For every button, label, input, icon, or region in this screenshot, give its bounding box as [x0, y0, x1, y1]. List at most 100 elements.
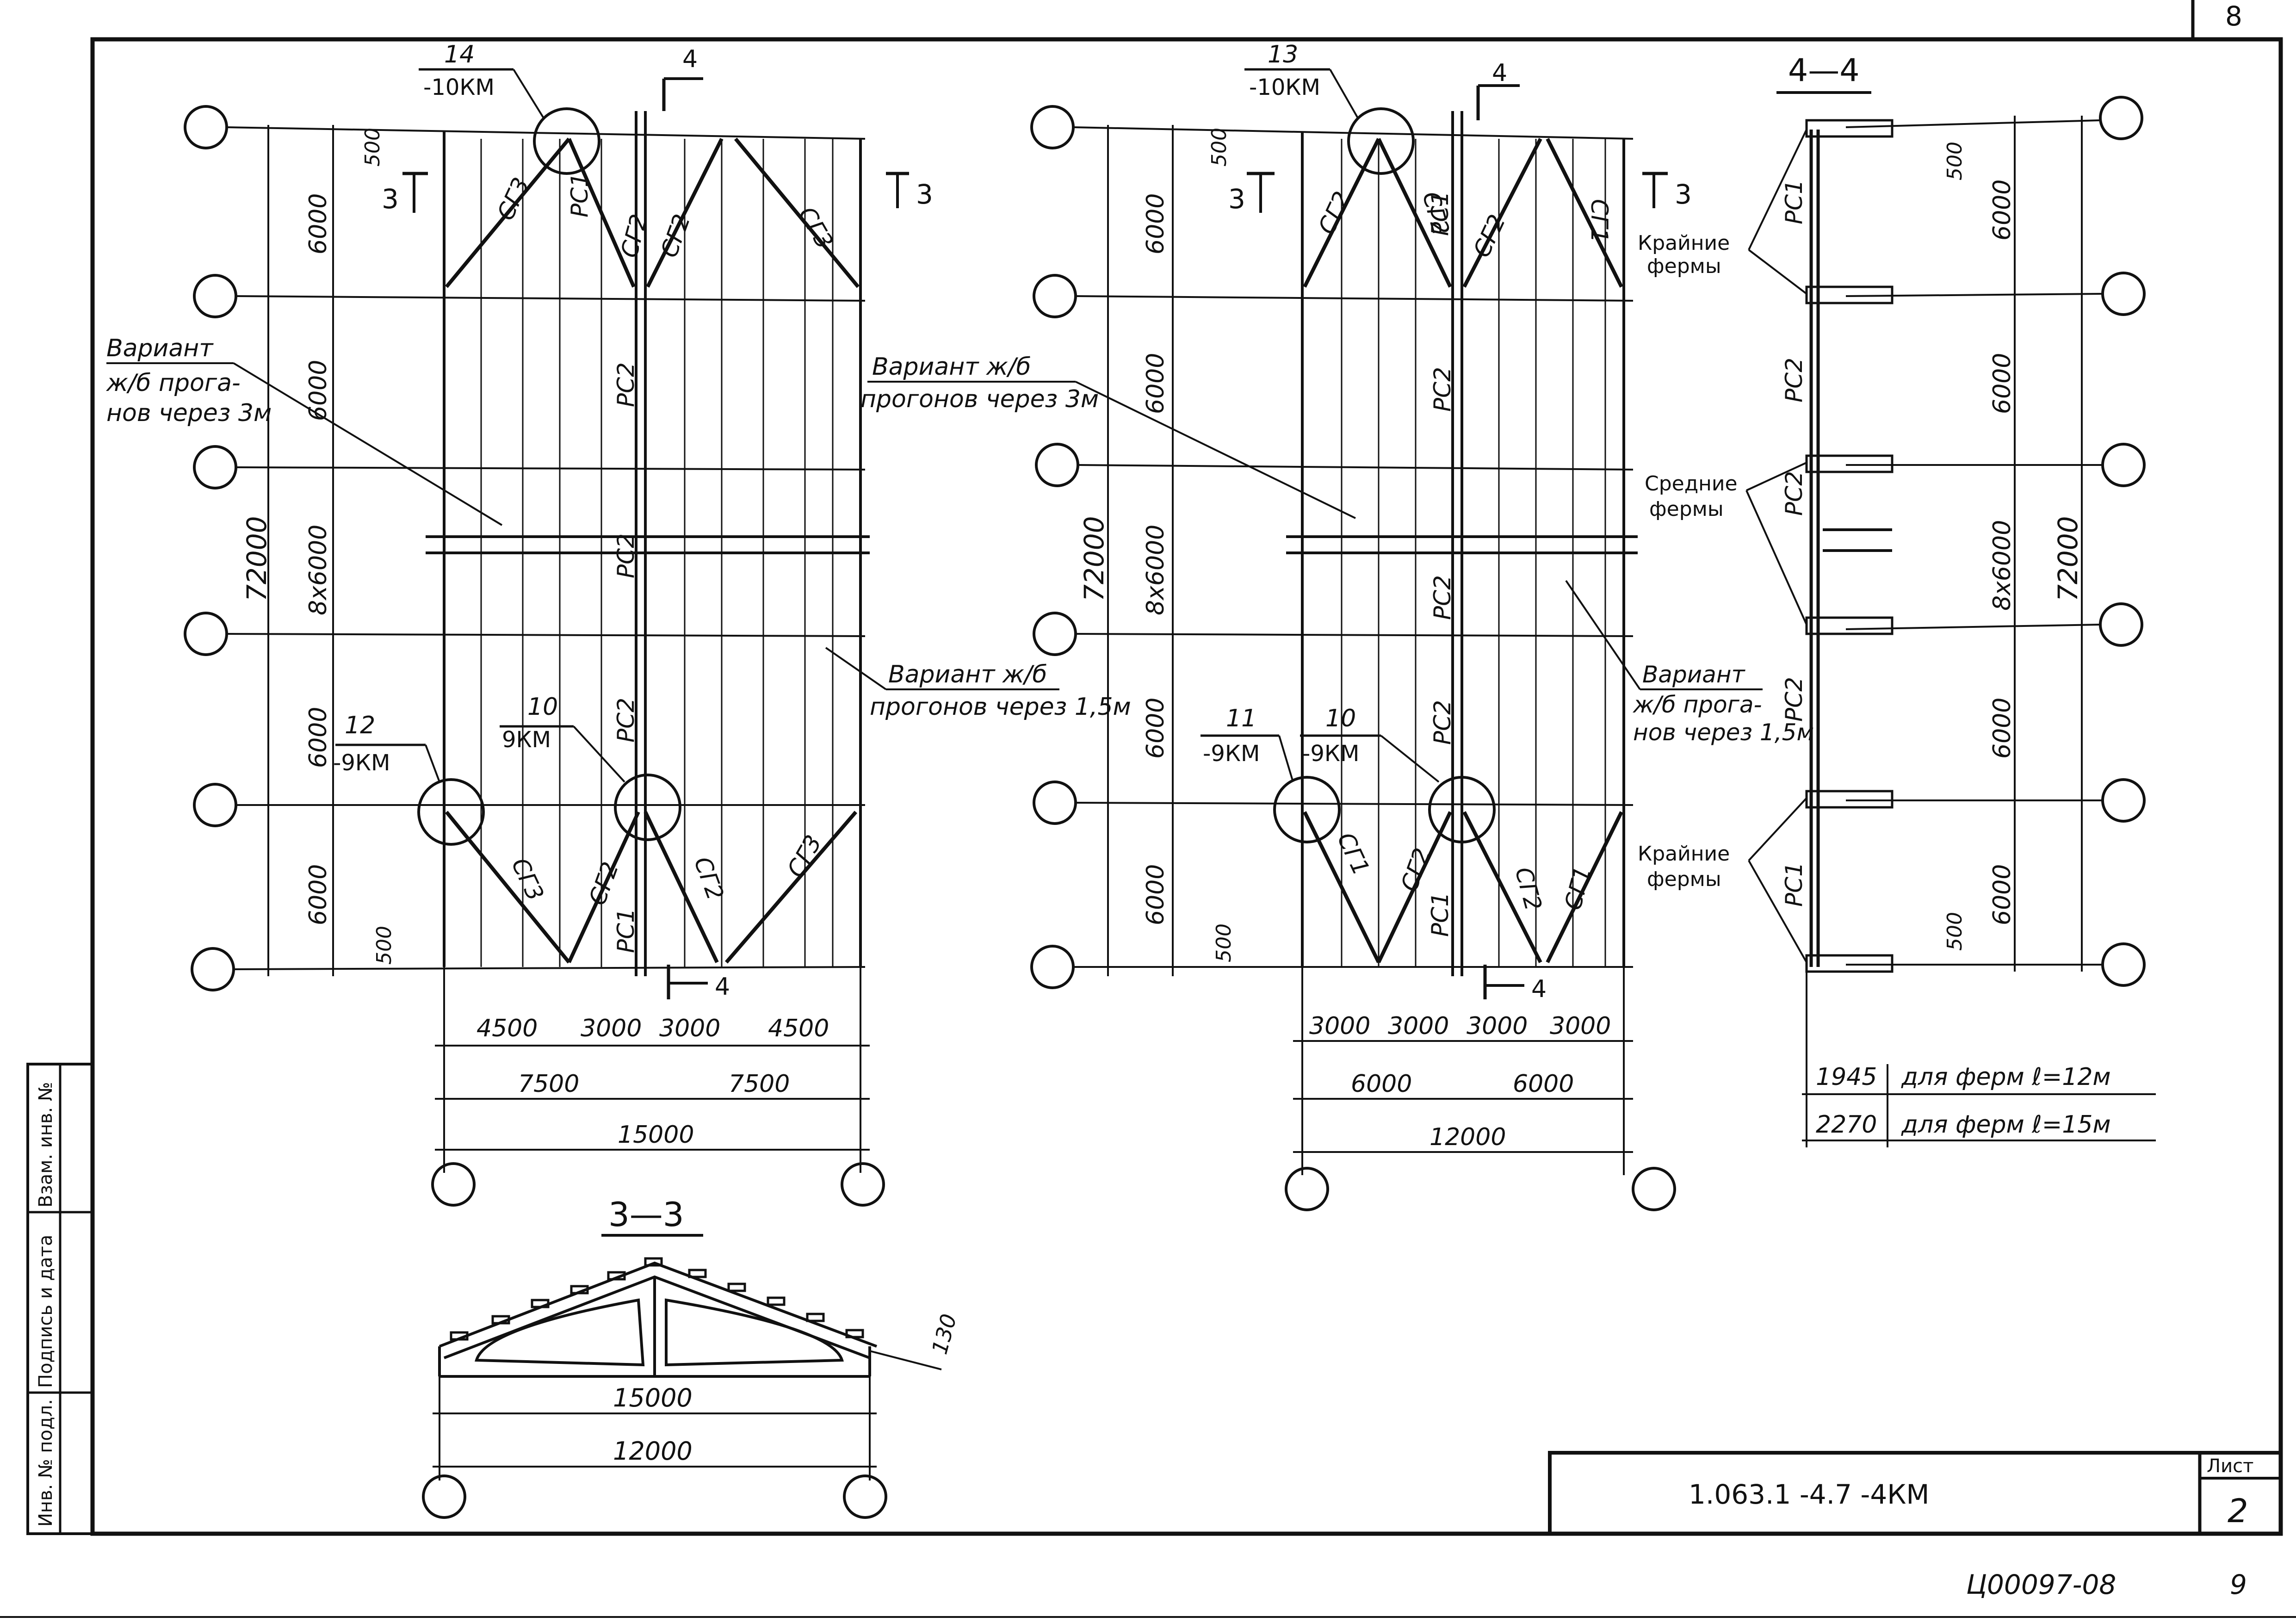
- section-33-dims: [433, 1350, 942, 1481]
- callout-circles-left: [417, 107, 681, 846]
- svg-text:РС2: РС2: [613, 533, 639, 578]
- table-row-text: для ферм ℓ=12м: [1901, 1063, 2111, 1091]
- stamp-inv-orig: Инв. № подл.: [35, 1399, 56, 1527]
- roof-purlins: [450, 1257, 864, 1341]
- svg-text:СГ2: СГ2: [616, 211, 653, 260]
- table-row-value: 2270: [1816, 1111, 1877, 1139]
- truss-lines-right: [1301, 111, 1625, 976]
- callout-mid-ref: -9КМ: [1302, 741, 1359, 767]
- title-sheet-label: Лист: [2207, 1456, 2253, 1477]
- svg-text:4500: 4500: [768, 1015, 829, 1042]
- archive-code: Ц00097-08: [1966, 1569, 2116, 1600]
- bracing-right: [1303, 138, 1623, 963]
- plan-right: 13 -10КМ 11 -9КМ 10 -9КМ 3 3 4 4 6000 60…: [860, 41, 1814, 1211]
- svg-text:СГ1: СГ1: [1586, 199, 1613, 243]
- svg-text:нов через 3м: нов через 3м: [106, 399, 272, 427]
- svg-text:СГ2: СГ2: [656, 211, 696, 261]
- truss-labels-44: Крайние фермы Средние фермы Крайние ферм…: [1638, 129, 1807, 963]
- callout-top-ref: -10КМ: [1249, 74, 1320, 100]
- sheet-corner-number: 8: [2225, 0, 2242, 32]
- bay-label: 8x6000: [304, 525, 332, 615]
- svg-text:СГ2: СГ2: [584, 858, 624, 909]
- axis-bubble: [422, 1474, 466, 1519]
- svg-text:СГ2: СГ2: [1396, 844, 1436, 895]
- svg-text:4: 4: [1492, 59, 1507, 87]
- dim-labels-left: 4500 3000 3000 4500 7500 7500 15000: [477, 1015, 829, 1149]
- section-4-4-title: 4—4: [1788, 52, 1860, 89]
- purlin-break-left: [426, 535, 870, 554]
- svg-text:12000: 12000: [1430, 1123, 1506, 1151]
- edge-offset: 500: [1207, 128, 1231, 167]
- bay-label: 6000: [304, 707, 332, 768]
- svg-text:3000: 3000: [581, 1015, 642, 1042]
- svg-text:6000: 6000: [1988, 864, 2016, 925]
- svg-text:РС2: РС2: [613, 362, 639, 407]
- svg-text:СГ2: СГ2: [1468, 211, 1511, 261]
- callout-left-num: 11: [1226, 705, 1256, 732]
- svg-text:нов через 1,5м: нов через 1,5м: [1633, 719, 1814, 746]
- truss-column-44: [1809, 130, 1820, 967]
- svg-text:РС2: РС2: [1781, 358, 1807, 403]
- svg-text:РС1: РС1: [1427, 191, 1454, 236]
- title-block: 1.063.1 -4.7 -4КМ Лист 2: [1548, 1451, 2283, 1536]
- section-33-slope: 130: [927, 1311, 961, 1357]
- section-3-3-title: 3—3: [608, 1195, 684, 1234]
- callout-left-ref: -9КМ: [1203, 741, 1260, 767]
- svg-text:СГ2: СГ2: [689, 853, 729, 904]
- svg-text:72000: 72000: [2052, 516, 2084, 601]
- dims-left: [435, 967, 870, 1173]
- svg-text:СГ1: СГ1: [1332, 829, 1375, 880]
- footer-number: 9: [2230, 1569, 2247, 1600]
- section-3-3: 3—3 15000 12000 130: [422, 1195, 961, 1519]
- svg-text:ж/б прога-: ж/б прога-: [106, 369, 241, 397]
- callout-top-ref: -10КМ: [423, 74, 495, 100]
- svg-text:Крайние: Крайние: [1638, 231, 1730, 255]
- length-table-44: 1945 для ферм ℓ=12м 2270 для ферм ℓ=15м: [1802, 972, 2156, 1147]
- svg-text:РС1: РС1: [613, 908, 639, 953]
- bay-label: 6000: [1142, 698, 1170, 759]
- svg-text:РС2: РС2: [1429, 575, 1456, 620]
- svg-text:3000: 3000: [1388, 1012, 1449, 1040]
- plan-left: 14 -10КМ 12 -9КМ 10 9КМ 3 3 4 4: [106, 41, 1131, 1207]
- svg-text:4: 4: [715, 973, 730, 1001]
- svg-text:СГ3: СГ3: [492, 173, 535, 224]
- member-labels-44: РС1 РС2 РС2 РС2 РС1: [1781, 180, 1807, 907]
- bay-label: 6000: [304, 193, 332, 254]
- svg-text:РС1: РС1: [1427, 892, 1454, 937]
- svg-text:РС1: РС1: [566, 173, 593, 217]
- svg-text:6000: 6000: [1513, 1070, 1574, 1098]
- callout-mid-num: 10: [1325, 705, 1356, 732]
- callout-mid-ref: 9КМ: [502, 727, 551, 753]
- svg-text:ж/б прога-: ж/б прога-: [1633, 691, 1762, 718]
- svg-text:СГ2: СГ2: [1510, 864, 1547, 913]
- svg-text:РС1: РС1: [1781, 180, 1807, 224]
- note-purlins-3m-left: Вариант ж/б прога- нов через 3м: [106, 335, 503, 526]
- section-33-dim-top: 15000: [613, 1383, 693, 1412]
- svg-text:6000: 6000: [1988, 698, 2016, 759]
- svg-text:РС2: РС2: [1781, 677, 1807, 722]
- svg-text:фермы: фермы: [1649, 497, 1724, 521]
- svg-text:3000: 3000: [659, 1015, 720, 1042]
- title-designation: 1.063.1 -4.7 -4КМ: [1689, 1479, 1929, 1510]
- svg-text:прогонов через 1,5м: прогонов через 1,5м: [870, 693, 1131, 721]
- svg-text:РС1: РС1: [1781, 862, 1807, 907]
- stamp-replaced-inv: Взам. инв. №: [35, 1082, 56, 1208]
- callout-top-num: 14: [444, 41, 475, 68]
- svg-text:4: 4: [1531, 975, 1547, 1003]
- svg-text:Вариант ж/б: Вариант ж/б: [872, 353, 1031, 381]
- bracing-left: [445, 137, 860, 964]
- svg-text:СГ3: СГ3: [782, 830, 827, 882]
- bay-label: 8x6000: [1142, 525, 1170, 615]
- axis-lines-right: [1073, 125, 1634, 976]
- svg-text:Вариант: Вариант: [106, 335, 214, 362]
- svg-text:Крайние: Крайние: [1638, 842, 1730, 866]
- section-mark-4-left: 4 4: [662, 45, 730, 1001]
- callout-left-ref: -9КМ: [333, 750, 390, 776]
- svg-text:РС2: РС2: [1781, 471, 1807, 516]
- svg-text:3: 3: [1228, 183, 1245, 215]
- callout-mid-num: 10: [527, 693, 558, 721]
- length-total: 72000: [1078, 516, 1110, 601]
- svg-text:3000: 3000: [1467, 1012, 1528, 1040]
- axis-bubble: [843, 1474, 887, 1519]
